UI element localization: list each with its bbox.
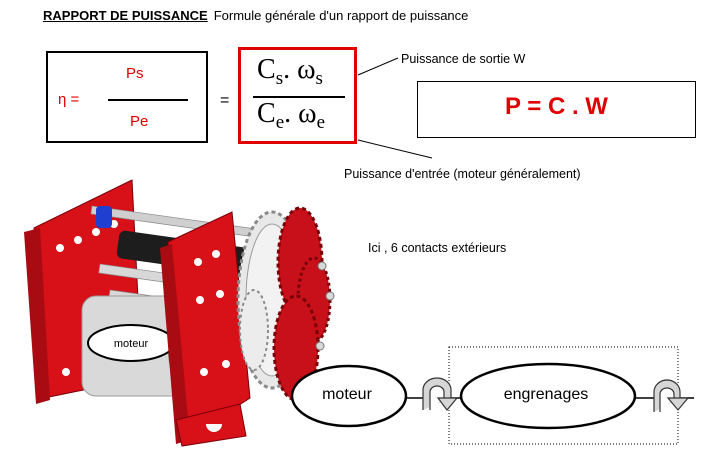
power-formula-box: P = C . W (417, 81, 696, 138)
efficiency-numerator: Ps (126, 65, 144, 82)
efficiency-formula-box: η = Ps Pe (46, 51, 208, 143)
omega-symbol: . ω (284, 98, 317, 129)
subscript: s (275, 68, 284, 89)
gears-node (459, 362, 637, 430)
flow-diagram: moteur engrenages (290, 346, 694, 445)
output-leader-line (357, 57, 399, 76)
input-leader-line (357, 139, 433, 159)
gears-node-label: engrenages (504, 386, 589, 403)
page-subtitle: Formule générale d'un rapport de puissan… (213, 8, 469, 23)
subscript: e (316, 112, 325, 133)
motor-label: moteur (114, 338, 149, 350)
left-frame-edge (24, 228, 50, 404)
efficiency-denominator: Pe (130, 113, 149, 130)
torque-symbol: C (257, 98, 276, 129)
right-frame-edge (160, 244, 190, 444)
subscript: e (275, 112, 285, 133)
motor-node (290, 364, 408, 428)
rotation-arrow-icon (422, 377, 459, 411)
input-power-annotation: Puissance d'entrée (moteur généralement) (344, 167, 581, 181)
rotation-arrow-icon (653, 379, 690, 412)
torque-symbol: C (257, 54, 276, 85)
subscript: s (315, 68, 323, 89)
omega-symbol: . ω (283, 54, 316, 85)
torque-denominator: Ce. ωe (257, 98, 325, 134)
equals-sign: = (220, 92, 230, 109)
motor-node-label: moteur (322, 386, 372, 403)
fraction-bar (108, 99, 188, 101)
gear-train (236, 206, 335, 402)
torque-formula-box: Cs. ωs Ce. ωe (238, 47, 357, 144)
efficiency-symbol: η = (58, 91, 80, 108)
blue-shaft-cap (96, 206, 112, 228)
output-power-annotation: Puissance de sortie W (401, 52, 526, 66)
page-title: RAPPORT DE PUISSANCE (43, 8, 208, 23)
contacts-annotation: Ici , 6 contacts extérieurs (368, 241, 507, 255)
gearbox-illustration: moteur (24, 179, 335, 447)
fraction-bar (253, 96, 345, 98)
power-formula: P = C . W (505, 93, 608, 120)
torque-numerator: Cs. ωs (257, 54, 323, 90)
page-header: RAPPORT DE PUISSANCE Formule générale d'u… (43, 8, 468, 23)
